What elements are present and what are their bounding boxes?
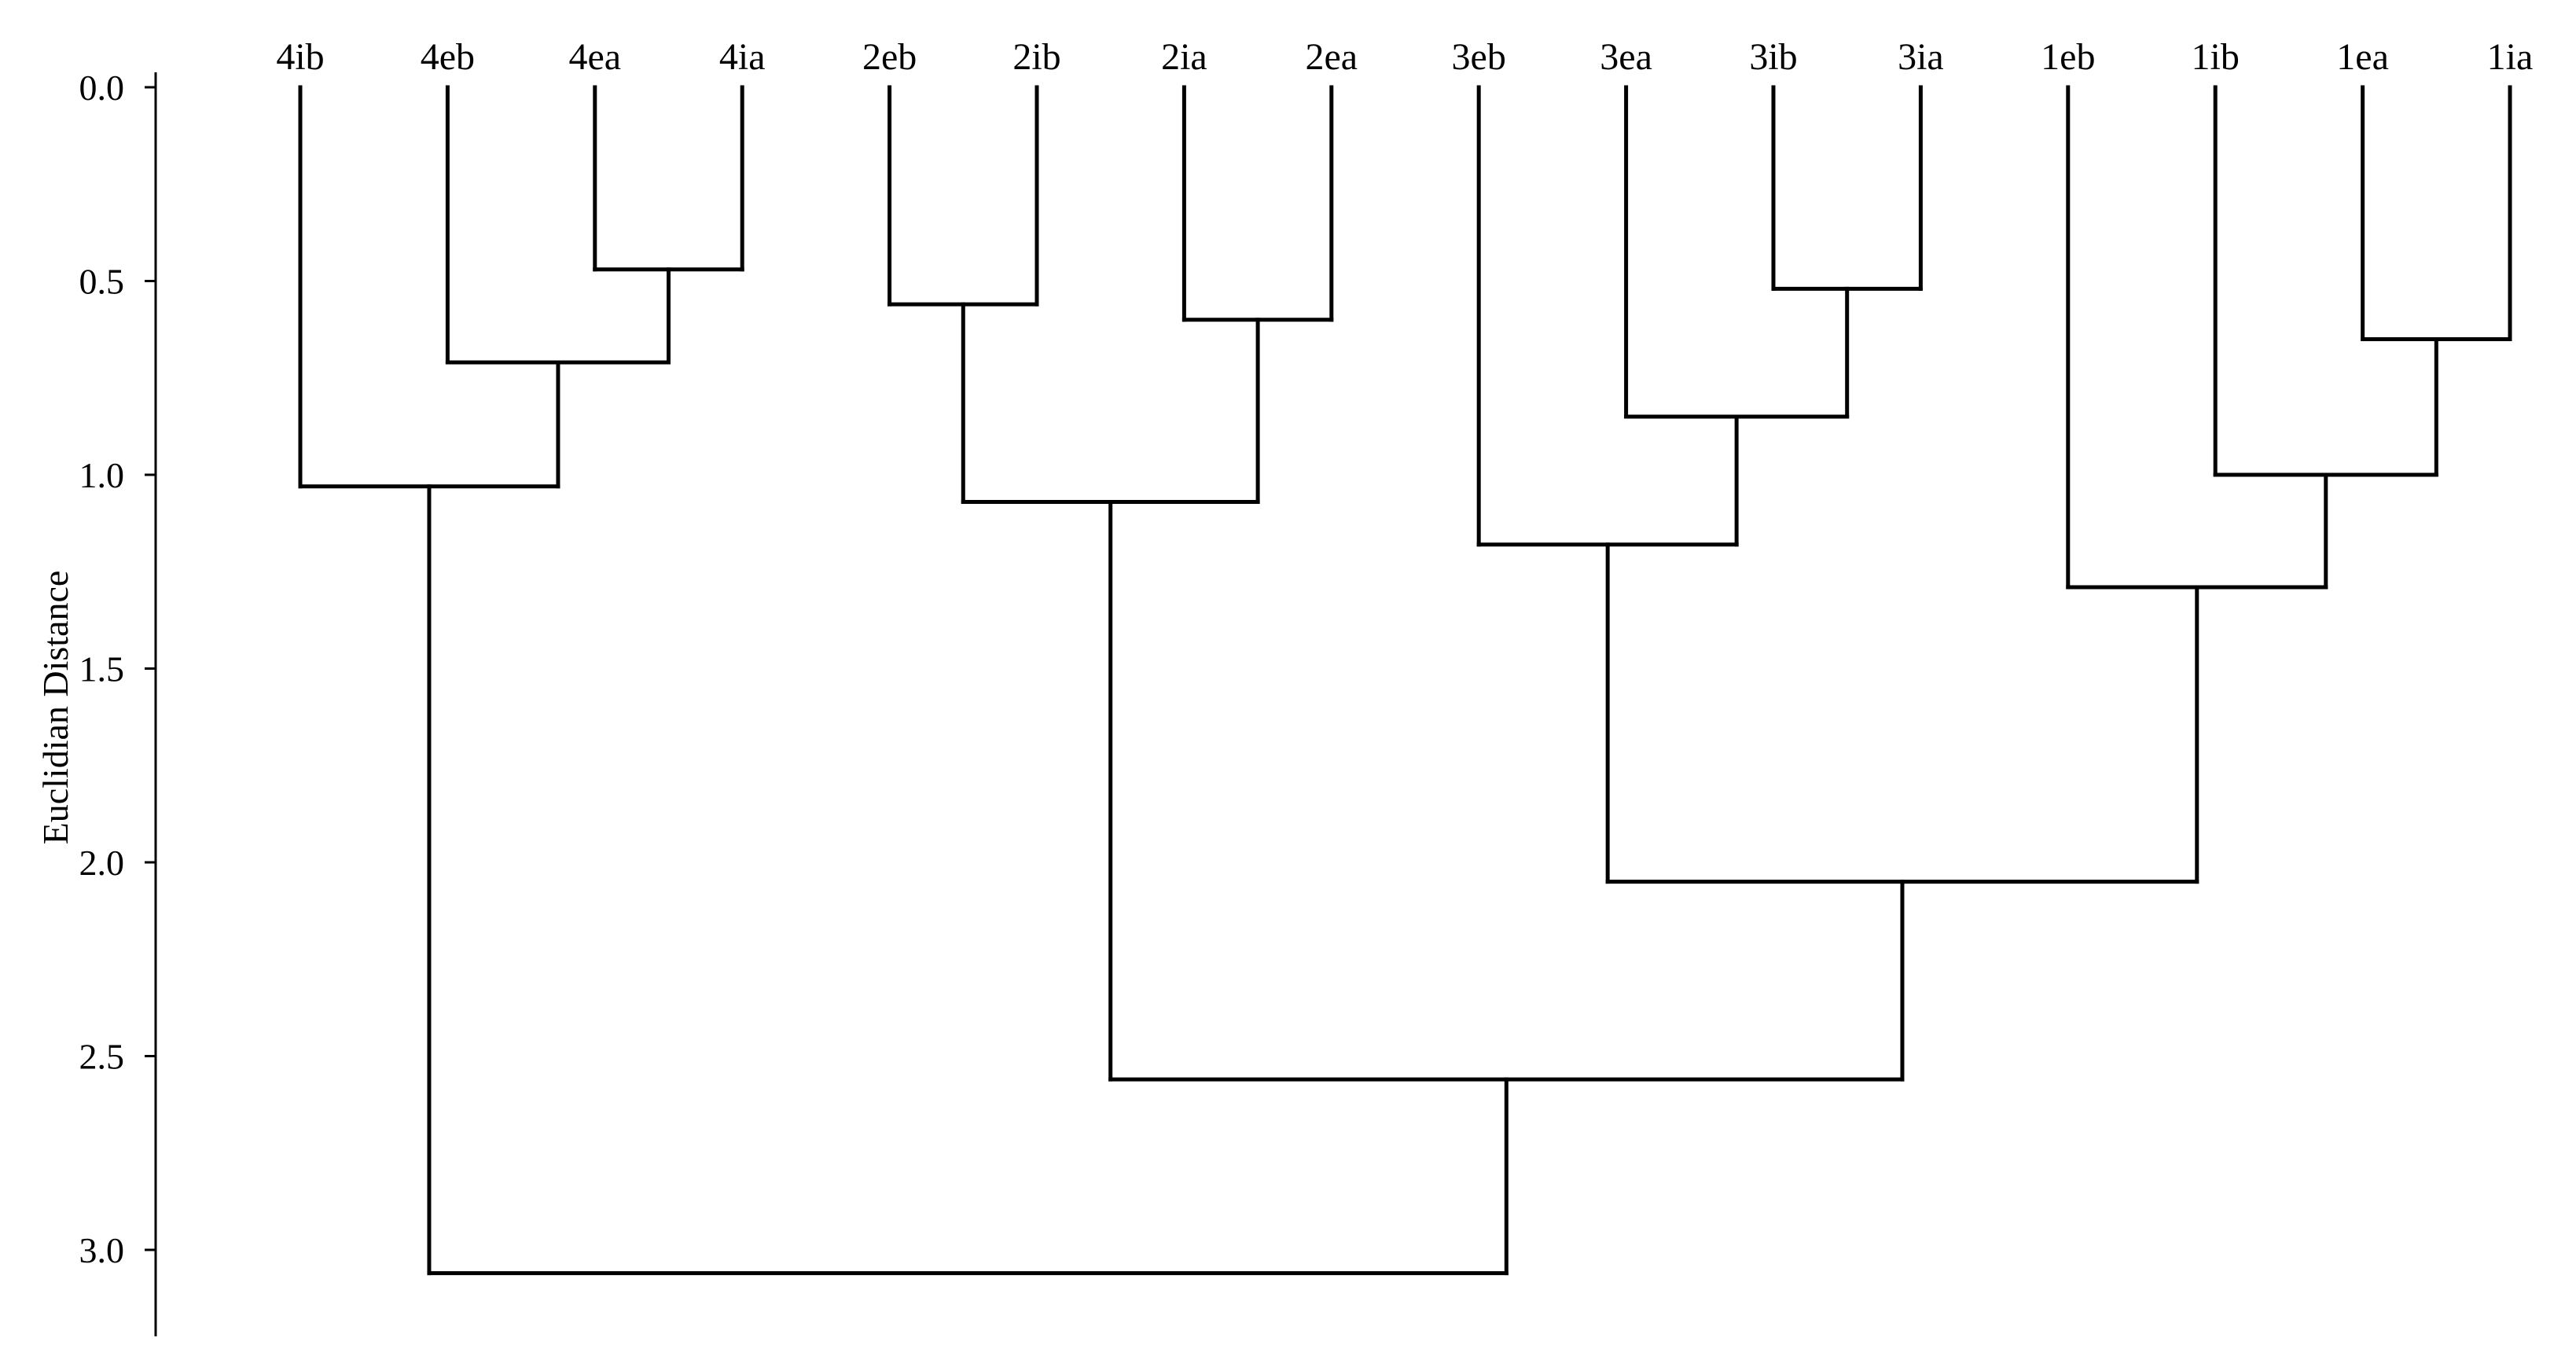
y-tick-label: 3.0 bbox=[79, 1230, 125, 1270]
leaf-label-1ia: 1ia bbox=[2487, 36, 2534, 78]
y-tick-label: 2.5 bbox=[79, 1037, 125, 1077]
leaf-label-3ia: 3ia bbox=[1898, 36, 1944, 78]
y-axis-label: Euclidian Distance bbox=[35, 571, 75, 845]
leaf-label-2ea: 2ea bbox=[1305, 36, 1358, 78]
y-tick-label: 0.0 bbox=[79, 68, 125, 108]
leaf-label-2ib: 2ib bbox=[1012, 36, 1060, 78]
leaf-label-4eb: 4eb bbox=[421, 36, 475, 78]
leaf-label-3ea: 3ea bbox=[1600, 36, 1652, 78]
y-tick-label: 0.5 bbox=[79, 262, 125, 302]
leaf-label-4ia: 4ia bbox=[719, 36, 766, 78]
dendrogram-branches bbox=[298, 85, 2512, 1276]
y-axis-ticks: 0.0 0.5 1.0 1.5 2.0 2.5 3.0 bbox=[79, 68, 156, 1270]
y-tick-label: 1.5 bbox=[79, 649, 125, 689]
y-tick-label: 1.0 bbox=[79, 455, 125, 495]
y-tick-label: 2.0 bbox=[79, 843, 125, 883]
leaf-label-2eb: 2eb bbox=[862, 36, 917, 78]
leaf-label-1ea: 1ea bbox=[2336, 36, 2389, 78]
leaf-label-3ib: 3ib bbox=[1749, 36, 1797, 78]
leaf-labels: 4ib 4eb 4ea 4ia 2eb 2ib 2ia 2ea 3eb 3ea 3ib 3ia 1eb 1… bbox=[276, 36, 2533, 78]
leaf-label-4ea: 4ea bbox=[568, 36, 621, 78]
leaf-label-1eb: 1eb bbox=[2041, 36, 2095, 78]
leaf-label-3eb: 3eb bbox=[1452, 36, 1506, 78]
leaf-label-1ib: 1ib bbox=[2192, 36, 2240, 78]
leaf-label-4ib: 4ib bbox=[276, 36, 324, 78]
leaf-label-2ia: 2ia bbox=[1161, 36, 1207, 78]
